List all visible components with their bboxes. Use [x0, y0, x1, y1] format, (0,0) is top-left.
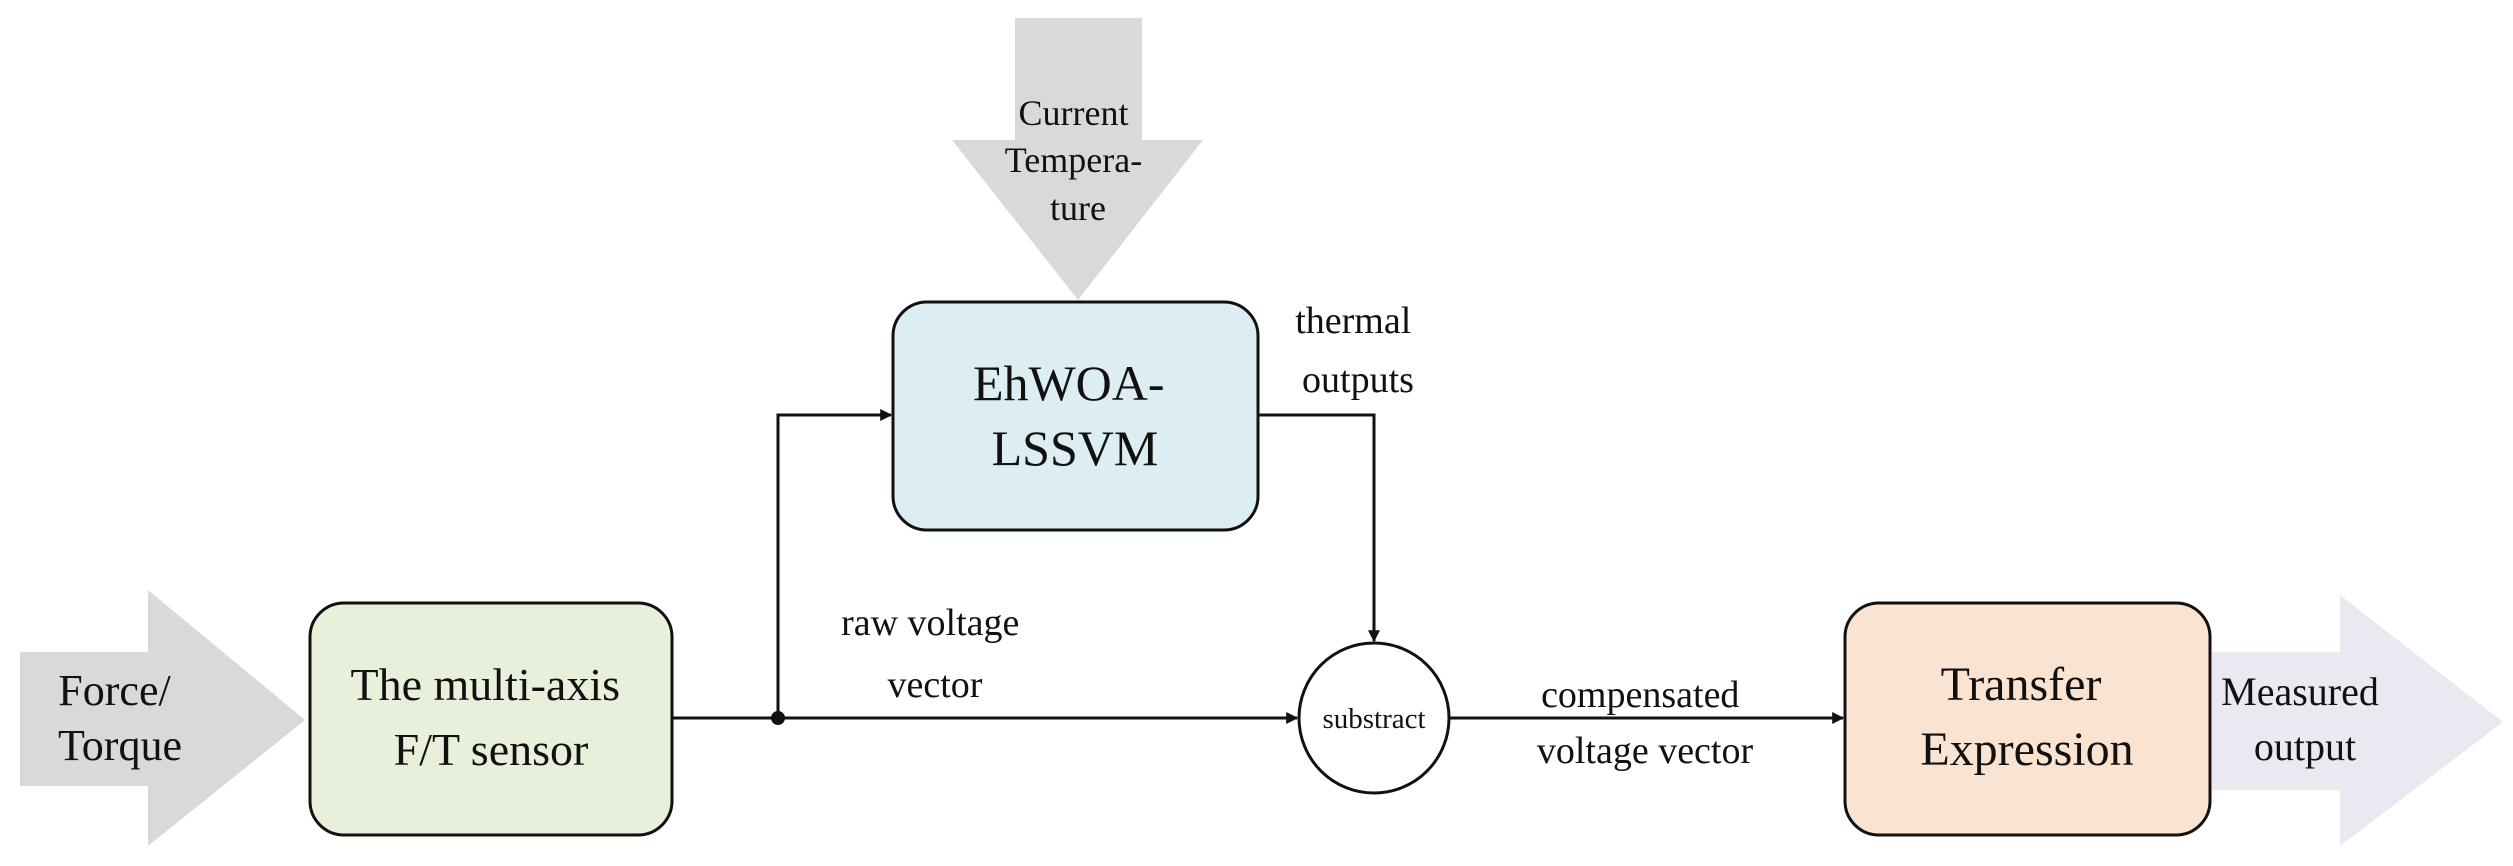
force-torque-input-arrow	[20, 590, 305, 846]
thermal-outputs-label: thermal outputs	[1295, 300, 1421, 401]
measured-output-label: Measured output	[2221, 669, 2389, 769]
edge-branch-to-ehwoa	[776, 409, 893, 718]
sensor-block	[308, 601, 674, 837]
compensated-voltage-vector-label: compensated voltage vector	[1537, 674, 1754, 772]
edge-ehwoa-to-subtract	[1258, 413, 1380, 643]
ehwoa-lssvm-block	[891, 300, 1260, 532]
sensor-block-label: The multi-axis F/T sensor	[350, 659, 631, 775]
temperature-label: Current Tempera- ture	[1005, 93, 1151, 228]
force-torque-label: Force/ Torque	[58, 666, 182, 770]
ehwoa-lssvm-label: EhWOA- LSSVM	[973, 355, 1177, 476]
transfer-expression-label: Transfer Expression	[1920, 658, 2133, 776]
raw-voltage-vector-label: raw voltage vector	[841, 602, 1029, 706]
transfer-expression-block	[1843, 601, 2212, 837]
temperature-input-arrow	[952, 18, 1203, 300]
subtract-node-label: substract	[1322, 703, 1425, 735]
measured-output-arrow	[2212, 595, 2503, 846]
